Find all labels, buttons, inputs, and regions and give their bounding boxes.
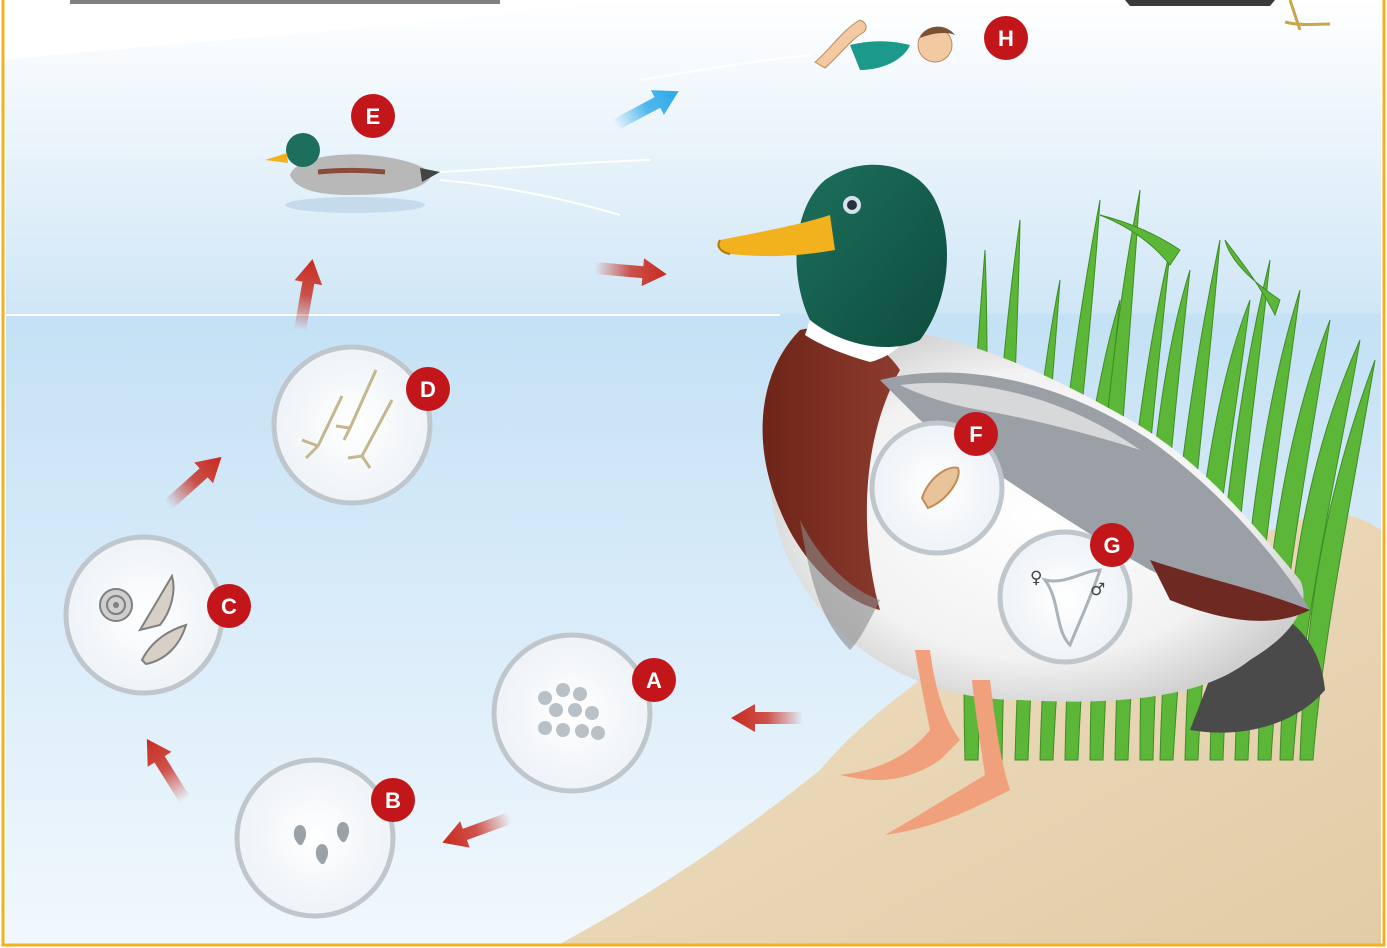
sky xyxy=(6,0,1381,318)
stage-label-f: F xyxy=(969,422,982,447)
cropped-title-remnant xyxy=(70,0,500,4)
stage-label-e: E xyxy=(366,104,381,129)
stage-label-a: A xyxy=(646,668,662,693)
male-symbol: ♂ xyxy=(1090,580,1105,600)
stage-badge-b: B xyxy=(371,778,415,822)
female-symbol: ♀ xyxy=(1030,568,1042,588)
stage-d-circle xyxy=(274,347,430,503)
stage-badge-f: F xyxy=(954,412,998,456)
stage-badge-e: E xyxy=(351,94,395,138)
stage-label-c: C xyxy=(221,594,237,619)
stage-badge-g: G xyxy=(1090,523,1134,567)
stage-a-circle xyxy=(494,635,650,791)
stage-label-h: H xyxy=(998,26,1014,51)
stage-badge-h: H xyxy=(984,16,1028,60)
stage-label-g: G xyxy=(1103,533,1120,558)
stage-label-d: D xyxy=(420,377,436,402)
stage-badge-a: A xyxy=(632,658,676,702)
stage-label-b: B xyxy=(385,788,401,813)
stage-b-circle xyxy=(237,760,393,916)
stage-c-circle xyxy=(66,537,222,693)
stage-badge-c: C xyxy=(207,584,251,628)
stage-badge-d: D xyxy=(406,367,450,411)
